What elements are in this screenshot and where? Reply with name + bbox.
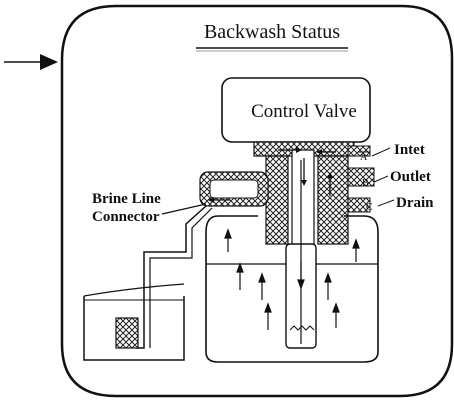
port-b: B Outlet <box>362 169 431 189</box>
resin-tank <box>205 160 379 363</box>
brine-connector-label-line2: Connector <box>92 209 160 225</box>
brine-connector-leader <box>161 203 207 215</box>
brine-line <box>136 205 207 349</box>
control-valve-label: Control Valve <box>251 101 357 122</box>
diagram-title: Backwash Status <box>204 21 340 43</box>
outer-frame <box>60 4 454 398</box>
port-label: Outlet <box>390 169 431 185</box>
port-letter: A <box>360 152 368 163</box>
port-letter: B <box>362 178 369 189</box>
brine-connector-fitting <box>199 171 269 207</box>
brine-connector-label-line1: Brine Line <box>92 191 161 207</box>
valve-body <box>253 141 375 247</box>
port-a: A Intet <box>358 142 425 163</box>
port-label: Drain <box>396 195 434 211</box>
port-label: Intet <box>394 142 425 158</box>
port-letter: C <box>366 202 373 213</box>
inflow-arrow-icon <box>4 54 58 70</box>
brine-tank <box>83 283 185 361</box>
port-c: C Drain <box>366 195 434 213</box>
